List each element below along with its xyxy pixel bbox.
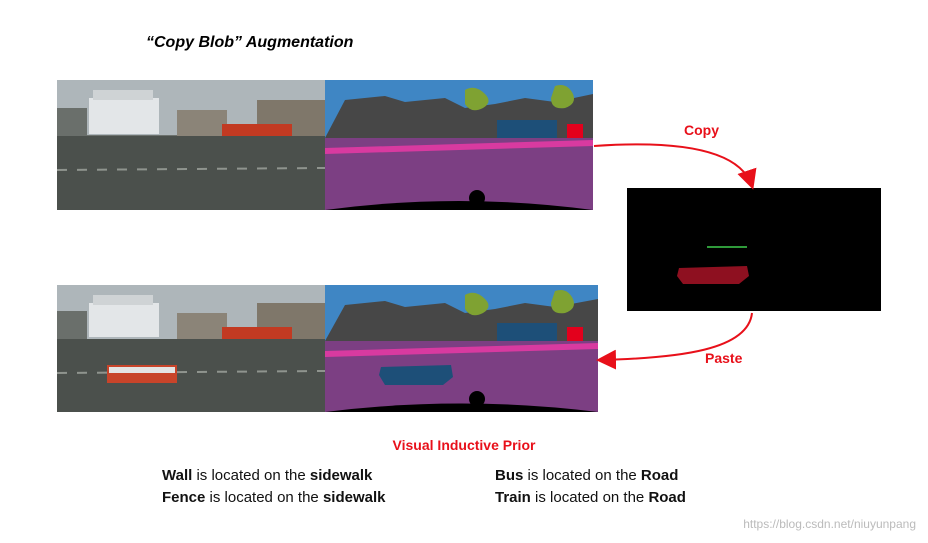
statement-object: Road <box>640 467 679 484</box>
watermark: https://blog.csdn.net/niuyunpang <box>743 517 916 531</box>
top-segmentation-scene <box>325 80 593 210</box>
statement-subject: Train <box>495 489 531 506</box>
statement-train: Train is located on the Road <box>495 489 686 506</box>
statement-object: sidewalk <box>309 467 373 484</box>
statement-subject: Bus <box>495 467 524 484</box>
prior-title: Visual Inductive Prior <box>392 437 536 453</box>
bottom-segmentation <box>325 285 598 412</box>
statement-subject: Fence <box>162 489 206 506</box>
bottom-photo <box>57 285 325 412</box>
statement-wall: Wall is located on the sidewalk <box>162 467 372 484</box>
top-segmentation <box>325 80 593 210</box>
statement-fence: Fence is located on the sidewalk <box>162 489 385 506</box>
statement-object: Road <box>648 489 686 506</box>
statement-middle: is located on the <box>530 489 649 506</box>
statement-object: sidewalk <box>322 489 386 506</box>
top-photo <box>57 80 325 210</box>
statement-bus: Bus is located on the Road <box>495 467 678 484</box>
statement-middle: is located on the <box>205 489 323 506</box>
statement-subject: Wall <box>162 467 193 484</box>
bottom-segmentation-scene <box>325 285 598 412</box>
figure-title: “Copy Blob” Augmentation <box>146 34 354 51</box>
statement-middle: is located on the <box>523 467 641 484</box>
copy-label: Copy <box>684 122 719 138</box>
paste-label: Paste <box>705 350 743 366</box>
statement-middle: is located on the <box>192 467 310 484</box>
bottom-photo-scene <box>57 285 325 412</box>
copy-arrow <box>593 143 757 190</box>
copied-blob-shape <box>677 246 749 284</box>
top-photo-scene <box>57 80 325 210</box>
copied-blob-image <box>627 188 881 311</box>
